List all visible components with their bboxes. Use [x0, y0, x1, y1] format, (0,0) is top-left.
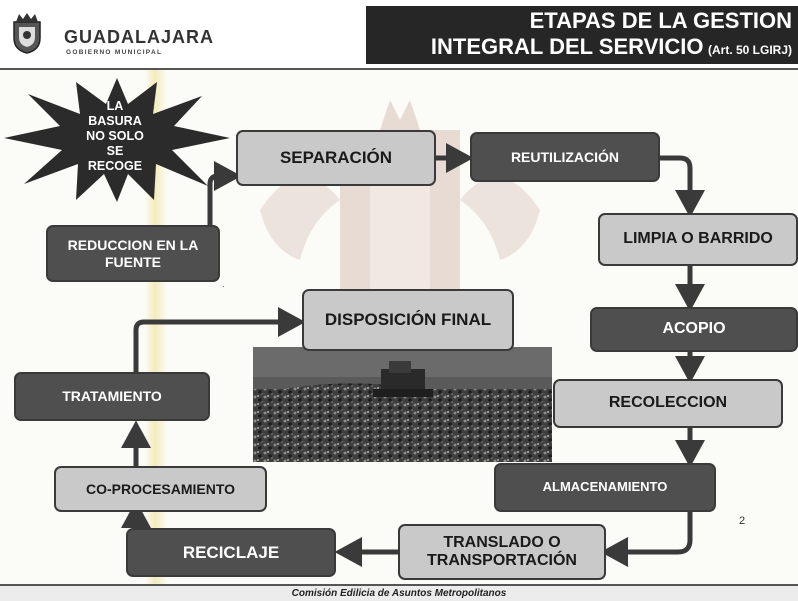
stage-almacenamiento: ALMACENAMIENTO	[494, 463, 716, 512]
scan-speck: ·	[222, 281, 225, 291]
stage-reduccion-en-la-fuente: REDUCCION EN LA FUENTE	[46, 225, 220, 282]
stage-label: LIMPIA O BARRIDO	[623, 230, 773, 248]
stage-label: REDUCCION EN LA FUENTE	[67, 237, 199, 270]
arrow-tratamiento-disposicion	[133, 307, 306, 372]
arrow-reutilizacion-limpia	[660, 155, 705, 218]
stage-separacion: SEPARACIÓN	[236, 130, 436, 186]
stage-label: REUTILIZACIÓN	[510, 148, 620, 165]
stage-label: RECOLECCION	[608, 394, 728, 412]
title-reference: (Art. 50 LGIRJ)	[707, 43, 792, 57]
callout-line: LA	[106, 99, 124, 113]
starburst-icon	[4, 78, 230, 202]
callout-line: NO SOLO	[86, 129, 144, 143]
org-subtitle: GOBIERNO MUNICIPAL	[66, 49, 163, 56]
org-name: GUADALAJARA	[64, 27, 214, 47]
header: GUADALAJARA GOBIERNO MUNICIPAL ETAPAS DE…	[0, 0, 798, 70]
callout-line: SE	[106, 144, 124, 158]
landfill-bulldozer-photo	[253, 347, 552, 462]
stage-label: ALMACENAMIENTO	[542, 479, 668, 495]
stage-reciclaje: RECICLAJE	[126, 528, 336, 577]
callout-line: RECOGE	[87, 159, 143, 173]
stage-label: RECICLAJE	[182, 542, 280, 562]
callout-text: LA BASURA NO SOLO SE RECOGE	[78, 99, 152, 174]
stage-label: DISPOSICIÓN FINAL	[324, 310, 492, 330]
stage-label: CO-PROCESAMIENTO	[85, 480, 236, 497]
stage-label: TRANSLADO O TRANSPORTACIÓN	[427, 533, 577, 569]
slide-title: ETAPAS DE LA GESTION INTEGRAL DEL SERVIC…	[366, 6, 798, 64]
footer-text: Comisión Edilicia de Asuntos Metropolita…	[291, 588, 507, 599]
page-number: 2	[739, 515, 746, 527]
stage-label: SEPARACIÓN	[279, 148, 393, 168]
stage-reutilizacion: REUTILIZACIÓN	[470, 132, 660, 182]
stage-label: ACOPIO	[662, 320, 726, 338]
callout-line: BASURA	[88, 114, 142, 128]
stage-disposicion-final: DISPOSICIÓN FINAL	[302, 289, 514, 351]
stage-recoleccion: RECOLECCION	[553, 379, 783, 428]
stage-co-procesamiento: CO-PROCESAMIENTO	[54, 466, 267, 512]
scan-band	[145, 70, 167, 590]
arrow-almacenamiento-translado	[600, 512, 693, 567]
title-line-2: INTEGRAL DEL SERVICIO	[430, 34, 704, 59]
stage-translado-o-transportacion: TRANSLADO O TRANSPORTACIÓN	[398, 524, 606, 580]
header-divider	[0, 68, 798, 70]
stage-label: TRATAMIENTO	[62, 388, 162, 405]
stage-acopio: ACOPIO	[590, 307, 798, 352]
footer: Comisión Edilicia de Asuntos Metropolita…	[0, 584, 798, 601]
arrow-reduccion-separacion	[207, 161, 242, 225]
stage-tratamiento: TRATAMIENTO	[14, 372, 210, 421]
stage-limpia-o-barrido: LIMPIA O BARRIDO	[598, 213, 798, 266]
municipal-coat-of-arms-icon	[13, 13, 41, 54]
title-line-1: ETAPAS DE LA GESTION	[529, 8, 792, 33]
